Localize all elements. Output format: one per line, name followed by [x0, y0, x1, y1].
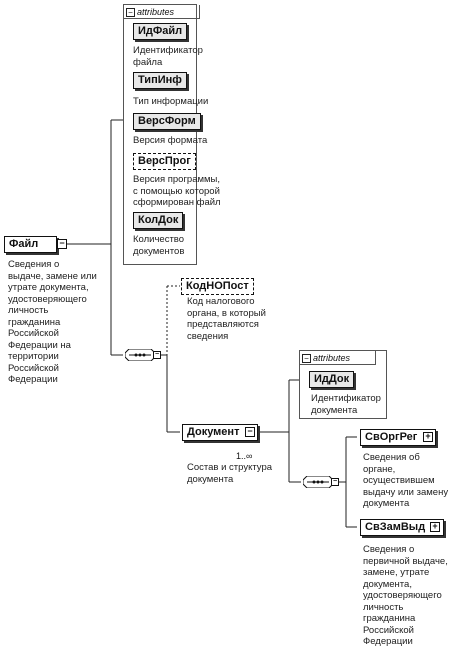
root-element-label: Файл — [9, 238, 39, 250]
attribute-tipinf[interactable]: ТипИнф — [133, 72, 187, 89]
expand-icon[interactable]: + — [430, 522, 440, 532]
attribute-iddok-description: Идентификатор документа — [311, 393, 381, 416]
attribute-koldok[interactable]: КолДок — [133, 212, 184, 229]
collapse-icon[interactable]: − — [245, 427, 255, 437]
sequence-compositor[interactable] — [303, 476, 333, 488]
sequence-compositor[interactable] — [125, 349, 155, 361]
attribute-tipinf-description: Тип информации — [133, 96, 209, 107]
element-kodnopost[interactable]: КодНОПост — [181, 278, 254, 295]
element-svorgreg-label: СвОргРег — [365, 431, 418, 443]
attribute-versform-label: ВерсФорм — [138, 115, 196, 127]
attribute-koldok-description: Количество документов — [133, 234, 185, 257]
attribute-versprog-label: ВерсПрог — [138, 155, 191, 167]
collapse-icon[interactable]: − — [331, 478, 339, 486]
attributes-header: − attributes — [300, 351, 376, 365]
element-dokument-cardinality: 1..∞ — [236, 451, 253, 461]
root-element-description: Сведения о выдаче, замене или утрате док… — [8, 259, 97, 385]
attribute-tipinf-label: ТипИнф — [138, 74, 182, 86]
element-dokument-description: Состав и структура документа — [187, 462, 273, 485]
attribute-idfile[interactable]: ИдФайл — [133, 23, 188, 40]
element-kodnopost-description: Код налогового органа, в который предста… — [187, 296, 266, 342]
element-dokument[interactable]: Документ — [182, 424, 259, 441]
attributes-label: attributes — [313, 353, 351, 363]
expand-icon[interactable]: + — [423, 432, 433, 442]
attribute-koldok-label: КолДок — [138, 214, 179, 226]
root-element-file[interactable]: Файл — [4, 236, 58, 253]
element-dokument-label: Документ — [187, 426, 240, 438]
attribute-versprog-description: Версия программы, с помощью которой сфор… — [133, 174, 221, 208]
element-svorgreg-description: Сведения об органе, осуществившем выдачу… — [363, 452, 449, 509]
collapse-icon[interactable]: − — [153, 351, 161, 359]
element-svzamvyd-description: Сведения о первичной выдаче, замене, утр… — [363, 544, 448, 647]
element-svorgreg[interactable]: СвОргРег — [360, 429, 437, 446]
attribute-idfile-description: Идентификатор файла — [133, 45, 203, 68]
collapse-icon[interactable]: − — [57, 239, 67, 249]
attributes-header: − attributes — [124, 5, 200, 19]
attribute-idfile-label: ИдФайл — [138, 25, 183, 37]
attribute-versform[interactable]: ВерсФорм — [133, 113, 201, 130]
attribute-versprog[interactable]: ВерсПрог — [133, 153, 196, 170]
attributes-label: attributes — [137, 7, 175, 17]
sequence-icon — [303, 476, 333, 488]
collapse-icon[interactable]: − — [126, 8, 135, 17]
attribute-iddok[interactable]: ИдДок — [309, 371, 355, 388]
attribute-versform-description: Версия формата — [133, 135, 208, 146]
element-svzamvyd[interactable]: СвЗамВыд — [360, 519, 445, 536]
collapse-icon[interactable]: − — [302, 354, 311, 363]
element-svzamvyd-label: СвЗамВыд — [365, 521, 426, 533]
attribute-iddok-label: ИдДок — [314, 373, 350, 385]
sequence-icon — [125, 349, 155, 361]
element-kodnopost-label: КодНОПост — [186, 280, 249, 292]
